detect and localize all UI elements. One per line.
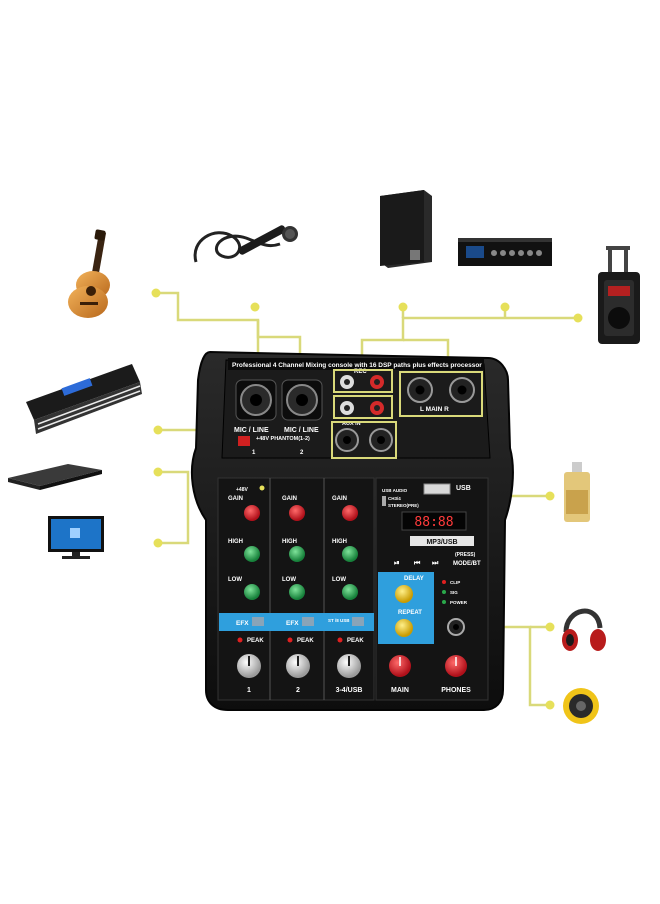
phones-knob-label: PHONES <box>441 687 471 694</box>
rec-label: REC <box>354 369 367 375</box>
connection-highlights <box>331 369 483 459</box>
phantom-power-label: +48V PHANTOM(1-2) <box>256 436 310 442</box>
mic-line-label-1: MIC / LINE <box>234 427 269 434</box>
repeat-label: REPEAT <box>398 610 422 616</box>
channel-label-2: 2 <box>296 687 300 694</box>
st-usb-label: ST /8 USB <box>328 618 350 623</box>
peak-label-3: PEAK <box>347 638 364 644</box>
aux-label: AUX IN <box>342 421 361 427</box>
level-leds: CLIP SIG POWER <box>442 580 468 605</box>
bluetooth-speaker <box>563 688 599 724</box>
gain-label-3: GAIN <box>332 496 347 502</box>
low-label-1: LOW <box>228 577 242 583</box>
channel-2-number: 2 <box>300 450 304 456</box>
high-eq-knob-1[interactable] <box>244 546 260 562</box>
low-label-3: LOW <box>332 577 346 583</box>
delay-knob[interactable] <box>395 585 413 603</box>
st-usb-button[interactable] <box>352 617 364 626</box>
efx-label-1: EFX <box>236 620 249 627</box>
channel-1-number: 1 <box>252 450 256 456</box>
delay-label: DELAY <box>404 576 424 582</box>
gain-label-1: GAIN <box>228 496 243 502</box>
repeat-knob[interactable] <box>395 619 413 637</box>
peak-label-1: PEAK <box>247 638 264 644</box>
usb-audio-label: USB AUDIO <box>382 488 408 493</box>
channel-strip-2: GAIN HIGH LOW <box>282 496 305 600</box>
electronic-keyboard <box>26 364 142 434</box>
led-display-text: 88:88 <box>414 515 453 530</box>
gain-knob-3[interactable] <box>342 505 358 521</box>
channel-strip-3-4: GAIN HIGH LOW <box>332 496 358 600</box>
mode-bt-button[interactable]: MODE/BT <box>453 561 481 567</box>
gain-label-2: GAIN <box>282 496 297 502</box>
led-display <box>401 511 467 531</box>
gain-knob-1[interactable] <box>244 505 260 521</box>
low-label-2: LOW <box>282 577 296 583</box>
high-eq-knob-2[interactable] <box>289 546 305 562</box>
trolley-speaker <box>598 246 640 344</box>
channel-label-1: 1 <box>247 687 251 694</box>
low-eq-knob-1[interactable] <box>244 584 260 600</box>
efx-button-2[interactable] <box>302 617 314 626</box>
channel-strip-1: GAIN HIGH LOW <box>228 496 260 600</box>
phantom-power-switch[interactable] <box>238 436 250 446</box>
low-eq-knob-3[interactable] <box>342 584 358 600</box>
power-label: POWER <box>450 600 468 605</box>
audio-mixer: Professional 4 Channel Mixing console wi… <box>190 350 514 711</box>
usb-port-label: USB <box>456 485 471 492</box>
clip-label: CLIP <box>450 580 460 585</box>
xlr-input-1 <box>235 379 277 421</box>
main-knob-label: MAIN <box>391 687 409 694</box>
channel-label-3: 3-4/USB <box>336 687 363 694</box>
speaker-cabinet <box>380 190 432 268</box>
next-button[interactable]: ⏭ <box>432 560 439 567</box>
play-pause-button[interactable]: ⏯ <box>394 560 400 567</box>
mp3-usb-badge <box>410 536 474 546</box>
plus48-indicator-label: +48V <box>236 487 248 493</box>
computer-monitor <box>48 516 104 559</box>
main-output-label: L MAIN R <box>420 406 449 413</box>
line-jacks <box>335 428 393 452</box>
high-eq-knob-3[interactable] <box>342 546 358 562</box>
peak-label-2: PEAK <box>297 638 314 644</box>
usb-port[interactable] <box>423 483 451 495</box>
efx-label-2: EFX <box>286 620 299 627</box>
connector-dots <box>151 288 583 710</box>
high-label-2: HIGH <box>282 539 297 545</box>
acoustic-guitar <box>68 229 110 318</box>
mixer-header-text: Professional 4 Channel Mixing console wi… <box>232 362 482 369</box>
headphones <box>562 608 606 651</box>
mic-line-label-2: MIC / LINE <box>284 427 319 434</box>
amplifier <box>458 238 552 266</box>
sig-label: SIG <box>450 590 458 595</box>
usb-flash-drive <box>564 462 590 522</box>
stereo-label: STEREO(PRE) <box>388 503 419 508</box>
dvd-player <box>8 464 102 490</box>
usb-mode-switch[interactable] <box>382 496 386 506</box>
rec-rca-outputs: REC <box>340 369 384 389</box>
microphone <box>193 225 298 263</box>
low-eq-knob-2[interactable] <box>289 584 305 600</box>
xlr-input-2 <box>281 379 323 421</box>
previous-button[interactable]: ⏮ <box>414 560 421 567</box>
efx-button-1[interactable] <box>252 617 264 626</box>
press-label: (PRESS) <box>455 552 476 558</box>
aux-rca-inputs: AUX IN <box>340 401 384 427</box>
high-label-1: HIGH <box>228 539 243 545</box>
ch34-label: CH3/4 <box>388 496 401 501</box>
main-outputs: L MAIN R <box>407 377 475 413</box>
mp3-usb-badge-text: MP3/USB <box>426 539 457 546</box>
high-label-3: HIGH <box>332 539 347 545</box>
gain-knob-2[interactable] <box>289 505 305 521</box>
